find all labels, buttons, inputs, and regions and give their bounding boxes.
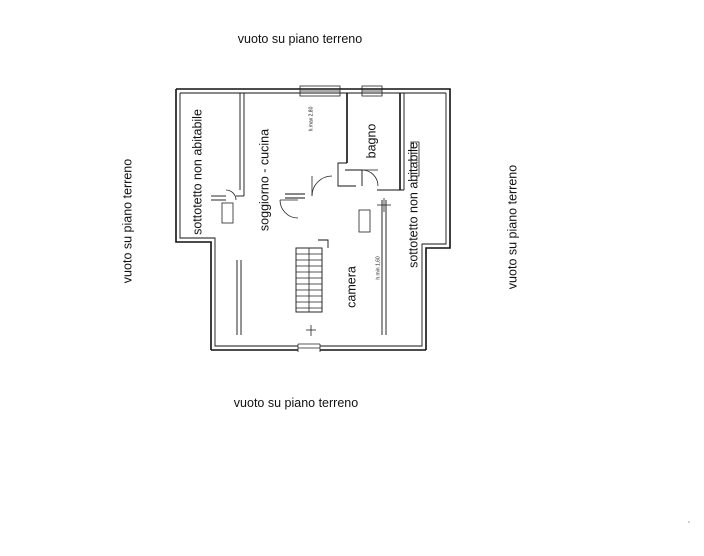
room-label-sottotetto-right: sottotetto non abitabile — [406, 142, 420, 268]
room-label-camera: camera — [344, 266, 358, 308]
label-left-void: vuoto su piano terreno — [120, 159, 134, 283]
label-bottom-void: vuoto su piano terreno — [234, 396, 358, 410]
height-min-label: h.min 1,60 — [375, 256, 381, 280]
bottom-door — [297, 342, 321, 354]
corner-dot — [688, 521, 690, 523]
label-right-void: vuoto su piano terreno — [505, 165, 519, 289]
room-label-sottotetto-left: sottotetto non abitabile — [190, 109, 204, 235]
height-max-label: h.max 2,80 — [308, 106, 314, 131]
interior-walls — [211, 93, 405, 335]
label-top-void: vuoto su piano terreno — [238, 32, 362, 46]
room-label-bagno: bagno — [364, 124, 378, 159]
room-label-soggiorno-cucina: soggiorno - cucina — [257, 129, 271, 231]
fixtures — [221, 141, 420, 336]
top-windows — [299, 85, 383, 97]
staircase — [295, 239, 329, 313]
door-swings — [225, 169, 379, 219]
